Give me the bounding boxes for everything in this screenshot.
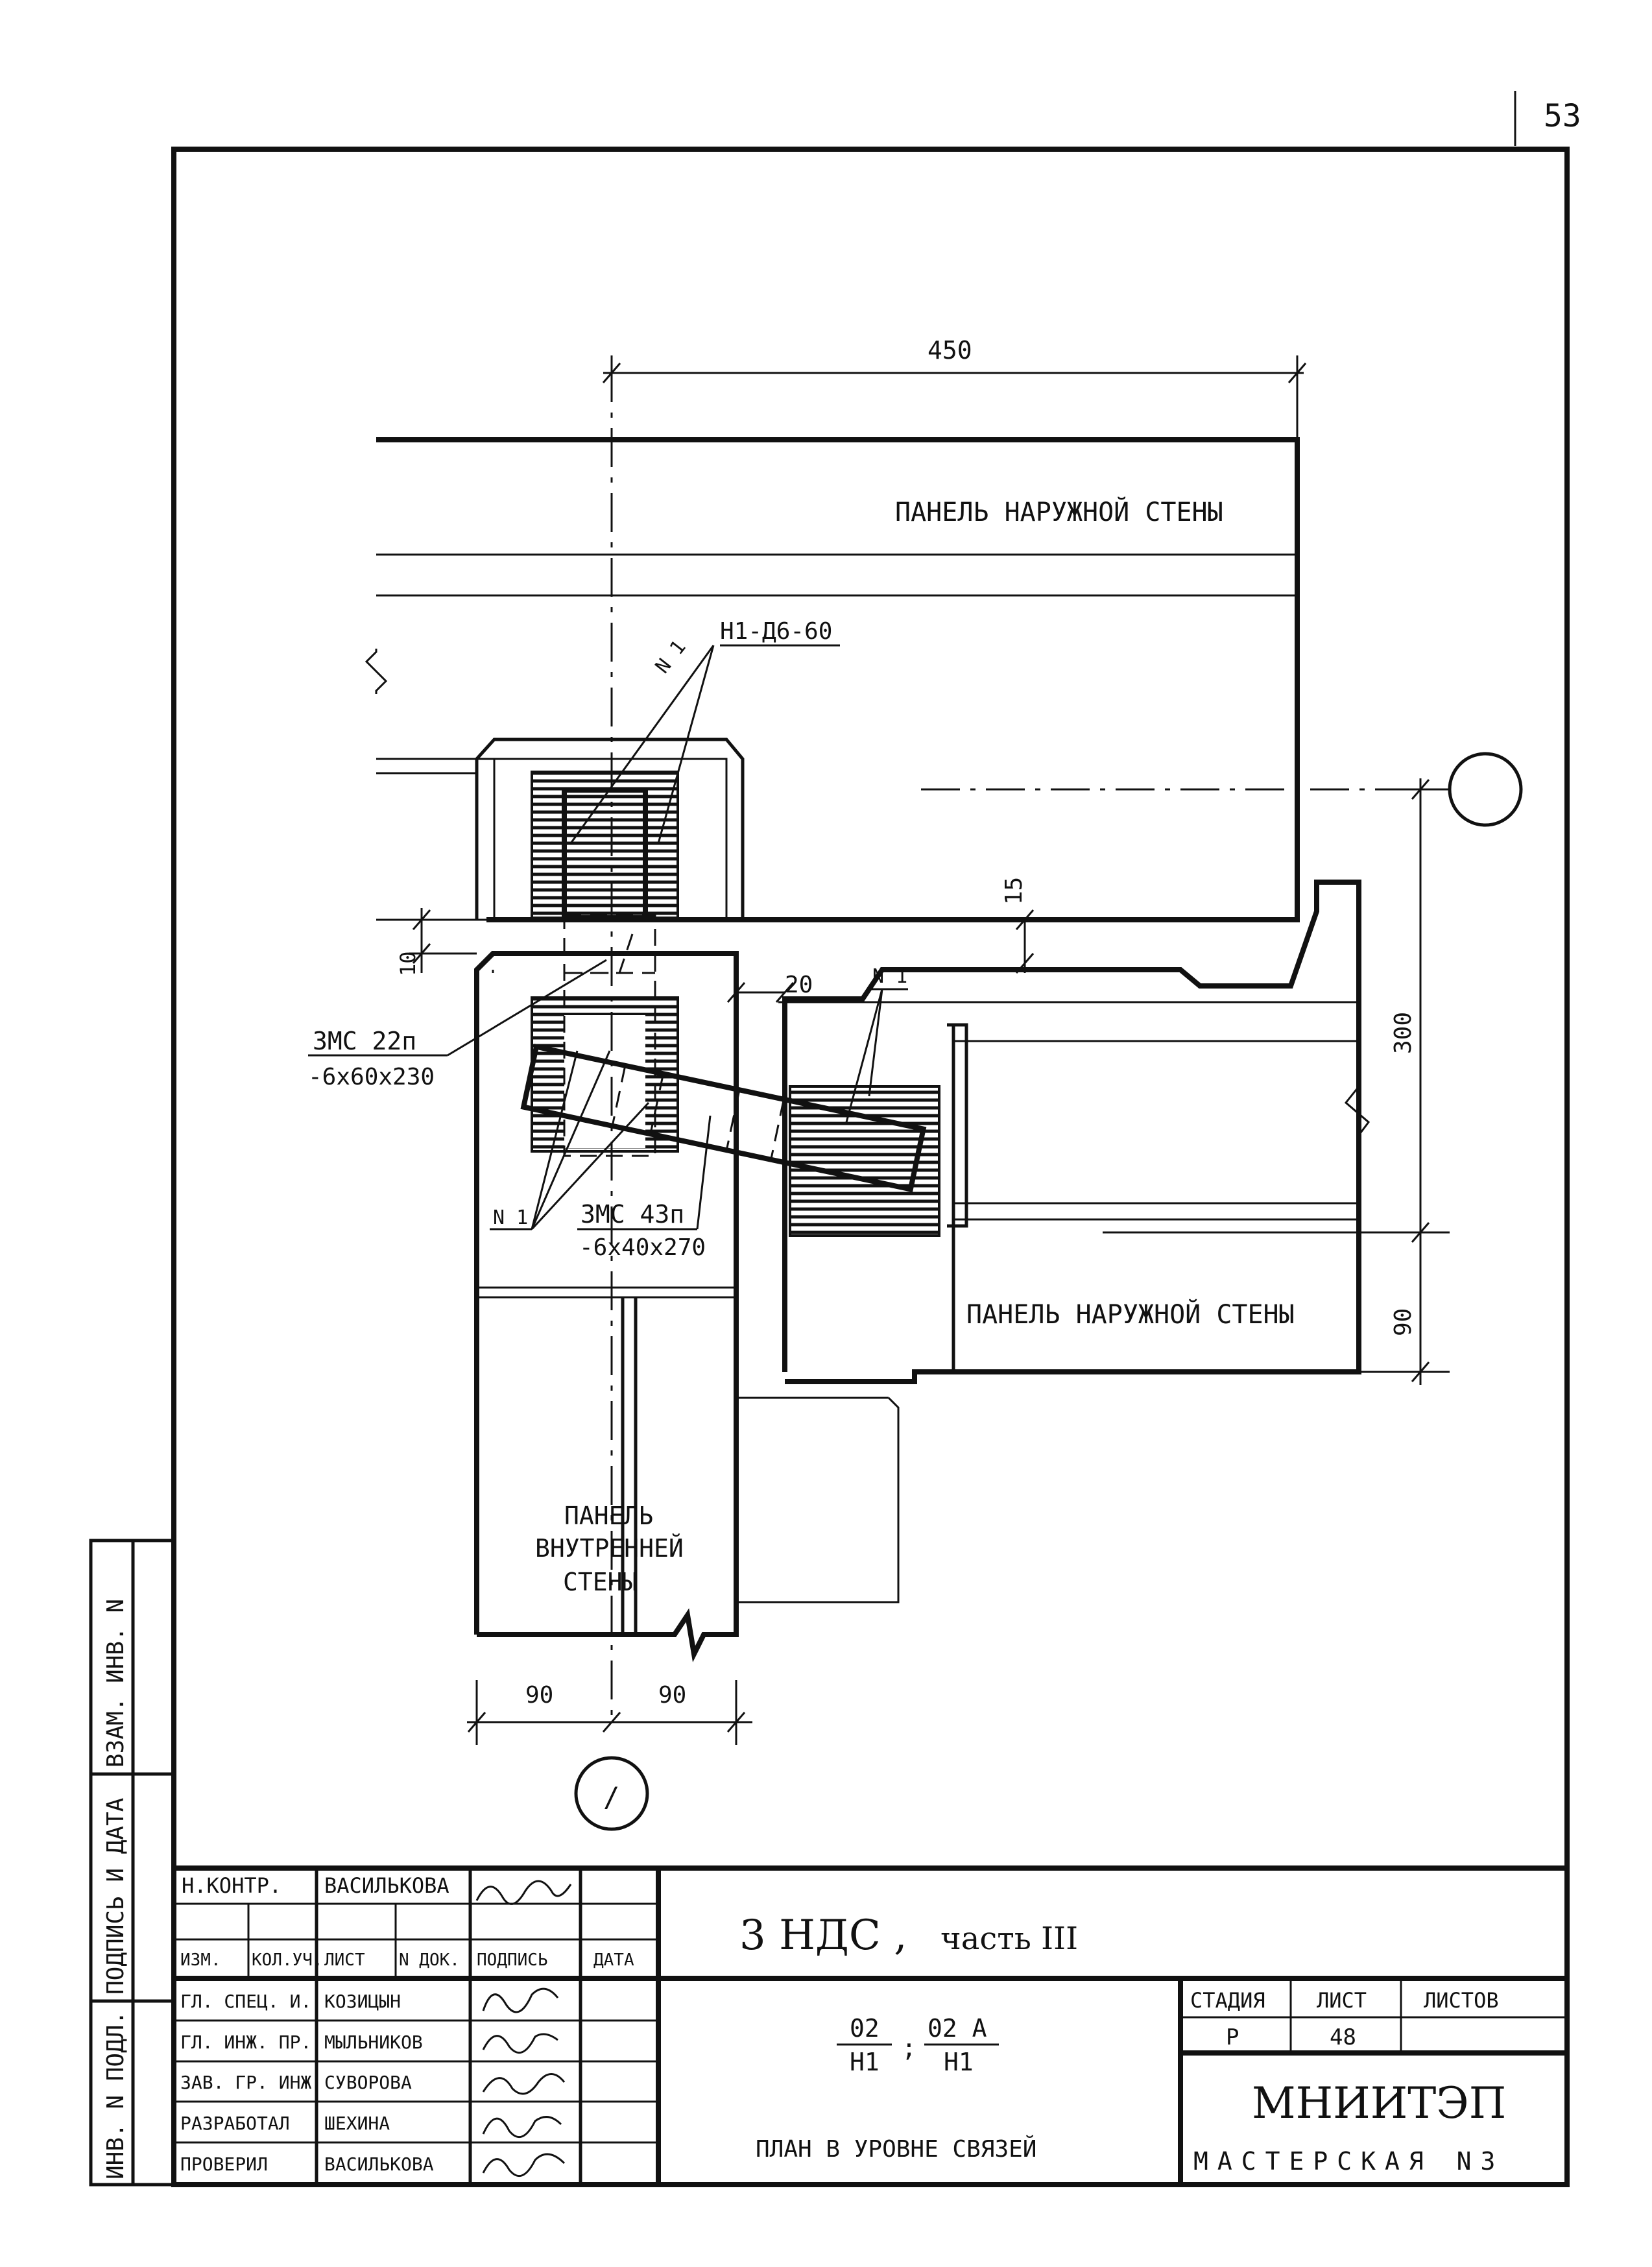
stamp-cell-3: ИНВ. N ПОДЛ.: [102, 2011, 129, 2179]
code-1-top: 02: [850, 2014, 880, 2043]
sheets-label: ЛИСТОВ: [1424, 1988, 1499, 2013]
dim-small: [409, 908, 1035, 1003]
dim-90-mid-label: 90: [658, 1682, 686, 1709]
tb-row-3-role: ЗАВ. ГР. ИНЖ.: [180, 2072, 322, 2093]
zms22-size-label: -6x60x230: [308, 1064, 435, 1090]
org-name: МНИИТЭП: [1252, 2078, 1506, 2128]
tb-header-4: ПОДПИСЬ: [477, 1950, 548, 1970]
code-2-bottom: Н1: [944, 2048, 974, 2076]
dim-10-label: 10: [396, 951, 420, 976]
n1-left-callout: [490, 1050, 650, 1230]
zms43-size-label: -6x40x270: [579, 1234, 706, 1261]
code-separator: ;: [902, 2033, 916, 2062]
dim-450-label: 450: [928, 336, 972, 365]
dim-right: [1103, 778, 1450, 1385]
sheet-label: ЛИСТ: [1317, 1988, 1367, 2013]
n1-left-label: N 1: [493, 1206, 528, 1229]
title-block-grid: [174, 1865, 1567, 2185]
inner-wall-label-2: ВНУТРЕННЕЙ: [535, 1534, 684, 1563]
page-number: 53: [1544, 98, 1581, 134]
axis-marker-right: [1448, 752, 1523, 827]
code-1-bottom: Н1: [850, 2048, 880, 2076]
tb-header-0: ИЗМ.: [180, 1950, 221, 1970]
sheet-frame: [171, 147, 1570, 2187]
outer-wall-label-top: ПАНЕЛЬ НАРУЖНОЙ СТЕНЫ: [895, 496, 1223, 527]
tb-row-0-name: ВАСИЛЬКОВА: [324, 1873, 449, 1898]
workshop-name: МАСТЕРСКАЯ N3: [1193, 2147, 1504, 2176]
zms22-callout: [308, 959, 607, 1057]
inner-wall-panel: [474, 951, 900, 1662]
embedded-plate-upper: [531, 771, 679, 920]
n1-top-label: N 1: [651, 636, 691, 678]
tb-row-0-role: Н.КОНТР.: [182, 1873, 281, 1898]
outer-wall-label-bottom: ПАНЕЛЬ НАРУЖНОЙ СТЕНЫ: [966, 1299, 1295, 1330]
axis-marker-bottom: [574, 1756, 649, 1831]
dim-300-label: 300: [1390, 1012, 1417, 1054]
stage-value: Р: [1226, 2024, 1239, 2050]
tb-header-1: КОЛ.УЧ.: [252, 1950, 323, 1970]
tb-row-5-role: ПРОВЕРИЛ: [180, 2153, 268, 2175]
tb-row-1-name: КОЗИЦЫН: [324, 1991, 401, 2012]
stage-label: СТАДИЯ: [1190, 1988, 1265, 2013]
dim-15-label: 15: [1001, 877, 1027, 905]
sheet-title: ПЛАН В УРОВНЕ СВЯЗЕЙ: [756, 2135, 1036, 2163]
tb-header-5: ДАТА: [593, 1950, 634, 1970]
tb-row-2-name: МЫЛЬНИКОВ: [324, 2032, 423, 2053]
stamp-cell-1: ВЗАМ. ИНВ. N: [102, 1599, 129, 1768]
outer-wall-panel-top: [365, 437, 1300, 922]
tb-header-2: ЛИСТ: [324, 1950, 365, 1970]
zms43-name-label: ЗМС 43п: [581, 1200, 684, 1229]
code-2-top: 02 А: [928, 2014, 987, 2043]
anchor-callout: [569, 644, 840, 844]
tb-row-5-name: ВАСИЛЬКОВА: [324, 2153, 434, 2175]
n1-right-label: N 1: [872, 965, 907, 988]
zms43-plate: [520, 1043, 927, 1193]
dim-450: [602, 355, 1307, 440]
inner-wall-label-1: ПАНЕЛЬ: [564, 1502, 653, 1530]
project-part: часть III: [940, 1921, 1078, 1957]
anchor-tag-label: Н1-Д6-60: [720, 618, 832, 645]
tb-row-4-role: РАЗРАБОТАЛ: [180, 2113, 290, 2134]
project-title: 3 НДС ,: [739, 1912, 907, 1960]
sheet-value: 48: [1330, 2024, 1356, 2050]
dim-20-label: 20: [785, 972, 813, 998]
zms22-name-label: ЗМС 22п: [313, 1027, 416, 1055]
dim-90-right-label: 90: [1390, 1308, 1417, 1336]
dim-90-left-label: 90: [525, 1682, 553, 1709]
tb-row-3-name: СУВОРОВА: [324, 2072, 412, 2093]
axis-marker-bottom-label: /: [603, 1781, 619, 1813]
zms43-callout: [577, 1115, 712, 1230]
stamp-cell-2: ПОДПИСЬ И ДАТА: [102, 1797, 129, 1995]
signatures: [475, 1880, 572, 2177]
inner-wall-label-3: СТЕНЫ: [563, 1568, 637, 1596]
tb-row-1-role: ГЛ. СПЕЦ. И.: [180, 1991, 311, 2012]
side-stamp: [89, 1539, 176, 2187]
tb-row-4-name: ШЕХИНА: [324, 2113, 390, 2134]
dim-bottom: [467, 1680, 752, 1745]
zms22-plate-hidden-lines: [563, 915, 656, 1157]
n1-right-callout: [845, 988, 908, 1123]
tb-header-3: N ДОК.: [399, 1950, 460, 1970]
tb-row-2-role: ГЛ. ИНЖ. ПР.: [180, 2032, 311, 2053]
